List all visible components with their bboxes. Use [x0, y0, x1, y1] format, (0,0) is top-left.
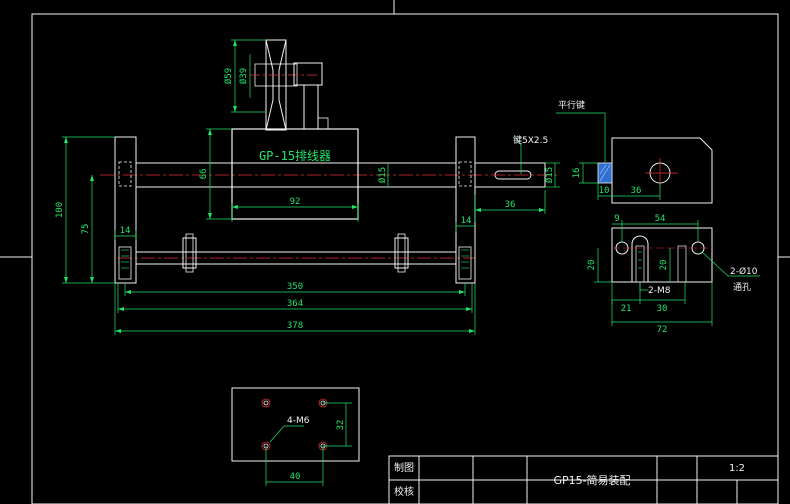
side-plate-upper	[611, 137, 713, 204]
dim-d39: Ø39	[238, 68, 249, 84]
dim-d100: 100	[55, 202, 65, 218]
dim-d14a: 14	[120, 226, 131, 236]
dim-d92: 92	[290, 197, 301, 207]
scale-value: 1:2	[729, 463, 745, 474]
rod-collar-right	[394, 237, 409, 269]
dim-d72: 72	[657, 325, 668, 335]
left-end-plate	[114, 136, 137, 284]
made-by-label: 制图	[394, 461, 414, 474]
dim-d54: 54	[655, 214, 666, 224]
dim-d15a: Ø15	[377, 167, 388, 183]
dim-d36b: 36	[631, 186, 642, 196]
dim-d9: 9	[614, 214, 619, 224]
side-view: 平行键	[556, 99, 760, 335]
drawing-frame	[31, 13, 779, 504]
pulley	[250, 39, 320, 131]
dim-d20a: 20	[587, 260, 597, 271]
drawing-title: GP15-简易装配	[553, 473, 630, 487]
dim-d40: 40	[290, 472, 301, 482]
dim-d364: 364	[287, 299, 303, 309]
front-view: GP-15排线器	[55, 39, 560, 335]
pulley-bracket	[293, 62, 329, 130]
key-spec-label: 键5X2.5	[513, 134, 548, 146]
dim-d15b: Ø15	[544, 167, 555, 183]
mount-plate	[231, 387, 360, 462]
side-thread-label: 2-M8	[648, 286, 671, 296]
dim-d75: 75	[81, 224, 91, 235]
dim-d32: 32	[336, 420, 346, 431]
through-hole-spec: 2-Ø10	[730, 266, 758, 277]
checked-by-label: 校核	[394, 485, 414, 498]
dim-d378: 378	[287, 321, 303, 331]
dim-d350: 350	[287, 282, 303, 292]
dim-d20b: 20	[659, 260, 669, 271]
plate-view: 32 40 4-M6	[231, 387, 360, 486]
dim-d14b: 14	[461, 216, 472, 226]
title-block	[388, 455, 779, 504]
rod-collar-left	[182, 237, 197, 269]
flat-key-label: 平行键	[558, 99, 585, 111]
dim-d36a: 36	[505, 200, 516, 210]
thread-holes-label: 4-M6	[287, 416, 310, 426]
dim-d21: 21	[621, 304, 632, 314]
dim-d16: 16	[572, 168, 582, 179]
traverser-box	[231, 128, 359, 220]
through-hole-text: 通孔	[733, 282, 751, 293]
dim-d59: Ø59	[223, 68, 234, 84]
dim-d66: 66	[199, 169, 209, 180]
dim-d10: 10	[599, 186, 610, 196]
guide-rod	[135, 251, 457, 265]
dim-d30: 30	[657, 304, 668, 314]
side-base	[611, 227, 713, 283]
box-label: GP-15排线器	[259, 149, 331, 163]
